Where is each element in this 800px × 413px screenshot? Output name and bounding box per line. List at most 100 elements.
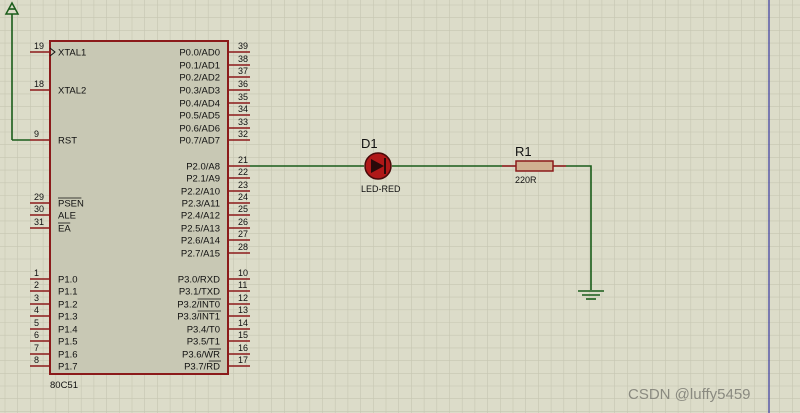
pin-number: 10 bbox=[238, 268, 248, 278]
mcu-body[interactable] bbox=[49, 40, 229, 375]
pin-name: P1.4 bbox=[58, 325, 78, 336]
pin-number: 32 bbox=[238, 129, 248, 139]
pin-p1-6[interactable]: 7P1.6 bbox=[30, 343, 78, 361]
pin-name: P1.7 bbox=[58, 362, 78, 373]
pin-p1-5[interactable]: 6P1.5 bbox=[30, 330, 78, 348]
pin-number: 3 bbox=[34, 293, 39, 303]
pin-number: 15 bbox=[238, 330, 248, 340]
pin-number: 13 bbox=[238, 305, 248, 315]
resistor-r1[interactable]: R1 220R bbox=[502, 144, 566, 185]
pin-name: P2.4/A12 bbox=[181, 211, 220, 222]
pin-number: 31 bbox=[34, 217, 44, 227]
pin-name: ALE bbox=[58, 211, 76, 222]
pin-p1-3[interactable]: 4P1.3 bbox=[30, 305, 78, 323]
pin-p1-7[interactable]: 8P1.7 bbox=[30, 355, 78, 373]
pin-number: 23 bbox=[238, 180, 248, 190]
pin-name: P3.5/T1 bbox=[187, 337, 220, 348]
pin-name: XTAL1 bbox=[58, 48, 86, 59]
pin-name: P2.3/A11 bbox=[182, 199, 220, 210]
resistor-ref: R1 bbox=[515, 144, 532, 159]
ground-symbol[interactable] bbox=[578, 290, 604, 300]
pin-name: P0.7/AD7 bbox=[179, 136, 220, 147]
watermark: CSDN @luffy5459 bbox=[628, 386, 751, 403]
wire-resistor-ground bbox=[566, 165, 592, 290]
pin-name: P2.0/A8 bbox=[186, 162, 220, 173]
pin-name: P1.1 bbox=[58, 287, 78, 298]
pin-number: 5 bbox=[34, 318, 39, 328]
pin-name: P2.7/A15 bbox=[181, 249, 220, 260]
mcu-left-pins: 19XTAL118XTAL29RST29PSEN30ALE31EA1P1.02P… bbox=[30, 41, 86, 373]
pin-number: 29 bbox=[34, 192, 44, 202]
pin-number: 37 bbox=[238, 66, 248, 76]
pin-name: P3.7/RD bbox=[184, 362, 220, 373]
power-terminal[interactable] bbox=[4, 1, 30, 141]
pin-number: 34 bbox=[238, 104, 248, 114]
mcu-part-name: 80C51 bbox=[50, 380, 78, 391]
pin-number: 30 bbox=[34, 204, 44, 214]
pin-number: 25 bbox=[238, 204, 248, 214]
pin-name: PSEN bbox=[58, 199, 84, 210]
pin-number: 16 bbox=[238, 343, 248, 353]
pin-name: P3.2/INT0 bbox=[177, 300, 220, 311]
pin-name: P3.0/RXD bbox=[178, 275, 220, 286]
led-d1[interactable]: D1 LED-RED bbox=[361, 136, 401, 194]
pin-name: P1.6 bbox=[58, 350, 78, 361]
pin-number: 21 bbox=[238, 155, 248, 165]
pin-name: P1.0 bbox=[58, 275, 78, 286]
pin-name: P0.2/AD2 bbox=[179, 73, 220, 84]
pin-name: P1.2 bbox=[58, 300, 78, 311]
pin-p1-0[interactable]: 1P1.0 bbox=[30, 268, 78, 286]
pin-name: P1.3 bbox=[58, 312, 78, 323]
pin-name: RST bbox=[58, 136, 77, 147]
resistor-body bbox=[515, 160, 554, 172]
pin-number: 24 bbox=[238, 192, 248, 202]
pin-name: P2.6/A14 bbox=[181, 236, 220, 247]
pin-number: 9 bbox=[34, 129, 39, 139]
led-ref: D1 bbox=[361, 136, 378, 151]
pin-name: P0.0/AD0 bbox=[179, 48, 220, 59]
pin-p1-4[interactable]: 5P1.4 bbox=[30, 318, 78, 336]
pin-p1-2[interactable]: 3P1.2 bbox=[30, 293, 78, 311]
pin-number: 1 bbox=[34, 268, 39, 278]
pin-number: 2 bbox=[34, 280, 39, 290]
pin-number: 33 bbox=[238, 117, 248, 127]
pin-name: P2.2/A10 bbox=[181, 187, 220, 198]
pin-name: P3.6/WR bbox=[182, 350, 220, 361]
pin-number: 8 bbox=[34, 355, 39, 365]
pin-p1-1[interactable]: 2P1.1 bbox=[30, 280, 78, 298]
pin-number: 22 bbox=[238, 167, 248, 177]
pin-name: P3.1/TXD bbox=[179, 287, 220, 298]
